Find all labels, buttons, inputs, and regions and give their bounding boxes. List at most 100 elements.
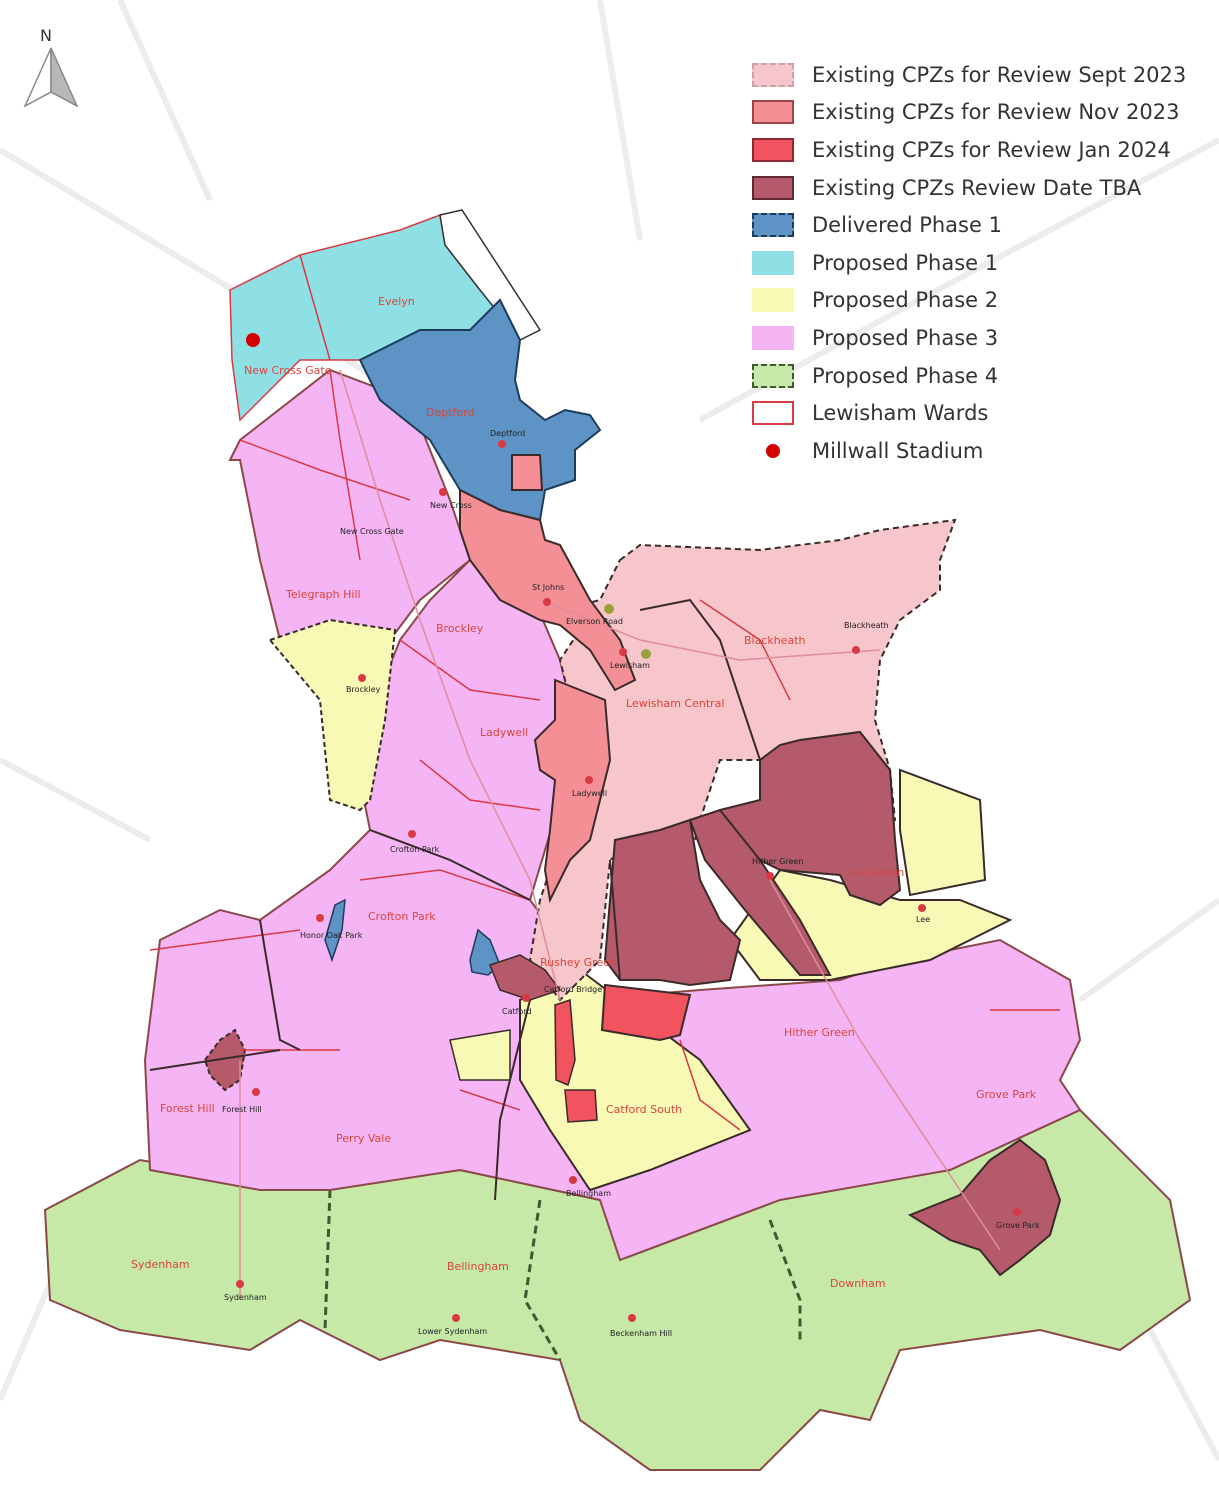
- legend-dot-icon: [752, 439, 794, 463]
- station-label-deptford: Deptford: [490, 429, 525, 438]
- station-label-ladywell: Ladywell: [572, 789, 607, 798]
- station-label-crofton-park: Crofton Park: [390, 845, 440, 854]
- station-label-hither-green: Hither Green: [752, 857, 803, 866]
- station-label-lewisham: Lewisham: [610, 661, 650, 670]
- ward-label-lee-green: Lee Green: [848, 866, 904, 879]
- station-label-bellingham: Bellingham: [566, 1189, 611, 1198]
- station-label-catford: Catford: [502, 1007, 532, 1016]
- phase-4-dashed-boundaries: [323, 1189, 802, 1361]
- north-arrow: N: [22, 26, 78, 112]
- legend-swatch: [752, 213, 794, 238]
- station-label-new-cross-gate: New Cross Gate: [340, 527, 404, 536]
- ward-label-telegraph-hill: Telegraph Hill: [285, 588, 361, 601]
- existing-cpz-tba-lee-north: [718, 730, 902, 907]
- dlr-markers: [604, 604, 651, 659]
- ward-label-perry-vale: Perry Vale: [336, 1132, 391, 1145]
- station-label-lee: Lee: [916, 915, 930, 924]
- existing-cpz-jan-2024-catford: [600, 983, 692, 1042]
- legend-label: Lewisham Wards: [812, 401, 989, 426]
- legend-swatch: [752, 363, 794, 388]
- legend-item: Proposed Phase 4: [752, 357, 1212, 395]
- station-label-sydenham: Sydenham: [224, 1293, 267, 1302]
- station-label-elverson-road: Elverson Road: [566, 617, 623, 626]
- ward-label-sydenham: Sydenham: [131, 1258, 190, 1271]
- existing-cpz-tba-lee-wedge: [688, 808, 832, 976]
- ward-label-rushey-green: Rushey Green: [540, 956, 617, 969]
- legend-label: Existing CPZs for Review Jan 2024: [812, 137, 1171, 162]
- station-label-beckenham-hill: Beckenham Hill: [610, 1329, 672, 1338]
- legend-label: Existing CPZs for Review Nov 2023: [812, 100, 1180, 125]
- ward-label-downham: Downham: [830, 1277, 886, 1290]
- proposed-phase-2-catford: [519, 968, 752, 1192]
- ward-label-deptford: Deptford: [426, 406, 474, 419]
- ward-label-grove-park: Grove Park: [976, 1088, 1037, 1101]
- legend-label: Delivered Phase 1: [812, 213, 1002, 238]
- ward-label-forest-hill: Forest Hill: [160, 1102, 215, 1115]
- legend-swatch: [752, 325, 794, 350]
- legend-item: Existing CPZs Review Date TBA: [752, 169, 1212, 207]
- cpz-boundaries: [149, 598, 761, 1201]
- station-label-grove-park: Grove Park: [996, 1221, 1040, 1230]
- existing-cpz-jan-2024-block: [564, 1089, 598, 1123]
- existing-cpz-tba-grove-park: [907, 1138, 1062, 1277]
- station-label-catford-bridge: Catford Bridge: [544, 985, 602, 994]
- existing-cpz-nov-2023-stjohns: [459, 488, 637, 692]
- ward-label-new-cross-gate: New Cross Gate: [244, 364, 332, 377]
- ward-label-bellingham: Bellingham: [447, 1260, 509, 1273]
- legend-item: Proposed Phase 3: [752, 319, 1212, 357]
- existing-cpz-tba-catford-west: [489, 954, 562, 1001]
- legend-label: Proposed Phase 2: [812, 288, 999, 313]
- legend-item: Proposed Phase 2: [752, 282, 1212, 320]
- railway-lines: [239, 369, 1001, 1300]
- legend-label: Existing CPZs Review Date TBA: [812, 175, 1142, 200]
- ward-boundaries: [149, 254, 1060, 1131]
- existing-cpz-nov-2023-ladywell: [533, 678, 612, 904]
- ward-label-evelyn: Evelyn: [378, 295, 415, 308]
- legend-item: Lewisham Wards: [752, 394, 1212, 432]
- legend-swatch: [752, 250, 794, 275]
- station-label-forest-hill: Forest Hill: [222, 1105, 262, 1114]
- legend-label: Proposed Phase 1: [812, 250, 999, 275]
- station-label-st-johns: St Johns: [532, 583, 564, 592]
- legend-item: Delivered Phase 1: [752, 206, 1212, 244]
- station-label-brockley: Brockley: [346, 685, 381, 694]
- legend-item: Existing CPZs for Review Nov 2023: [752, 94, 1212, 132]
- delivered-phase-1-honor-oak: [324, 898, 346, 963]
- existing-cpz-tba-forest-hill: [203, 1028, 247, 1092]
- legend-label: Existing CPZs for Review Sept 2023: [812, 62, 1187, 87]
- ward-label-brockley: Brockley: [436, 622, 484, 635]
- north-letter: N: [40, 26, 52, 45]
- proposed-phase-2-brockley: [268, 618, 397, 812]
- station-label-lower-sydenham: Lower Sydenham: [418, 1327, 487, 1336]
- legend-swatch: [752, 100, 794, 125]
- legend-item: Existing CPZs for Review Jan 2024: [752, 131, 1212, 169]
- proposed-phase-2-lee-east: [899, 768, 987, 897]
- legend-swatch: [752, 401, 794, 426]
- legend-item: Existing CPZs for Review Sept 2023: [752, 56, 1212, 94]
- legend-label: Millwall Stadium: [812, 438, 984, 463]
- ward-label-lewisham-central: Lewisham Central: [626, 697, 724, 710]
- legend-swatch: [752, 175, 794, 200]
- legend-label: Proposed Phase 4: [812, 363, 999, 388]
- ward-label-catford-south: Catford South: [606, 1103, 682, 1116]
- legend-swatch: [752, 288, 794, 313]
- existing-cpz-jan-2024-strip: [554, 998, 576, 1087]
- station-label-new-cross: New Cross: [430, 501, 472, 510]
- millwall-stadium-marker: [246, 333, 260, 347]
- existing-cpz-nov-2023-deptford: [511, 454, 544, 491]
- legend-swatch: [752, 62, 794, 87]
- north-arrow-icon: [23, 47, 78, 108]
- ward-label-blackheath: Blackheath: [744, 634, 806, 647]
- legend-item: Proposed Phase 1: [752, 244, 1212, 282]
- legend-label: Proposed Phase 3: [812, 325, 999, 350]
- ward-label-ladywell: Ladywell: [480, 726, 528, 739]
- station-markers: [236, 440, 1021, 1322]
- station-label-blackheath: Blackheath: [844, 621, 889, 630]
- legend-item: Millwall Stadium: [752, 432, 1212, 470]
- station-label-honor-oak-park: Honor Oak Park: [300, 931, 363, 940]
- legend-swatch: [752, 137, 794, 162]
- ward-label-hither-green: Hither Green: [784, 1026, 855, 1039]
- ward-label-crofton-park: Crofton Park: [368, 910, 436, 923]
